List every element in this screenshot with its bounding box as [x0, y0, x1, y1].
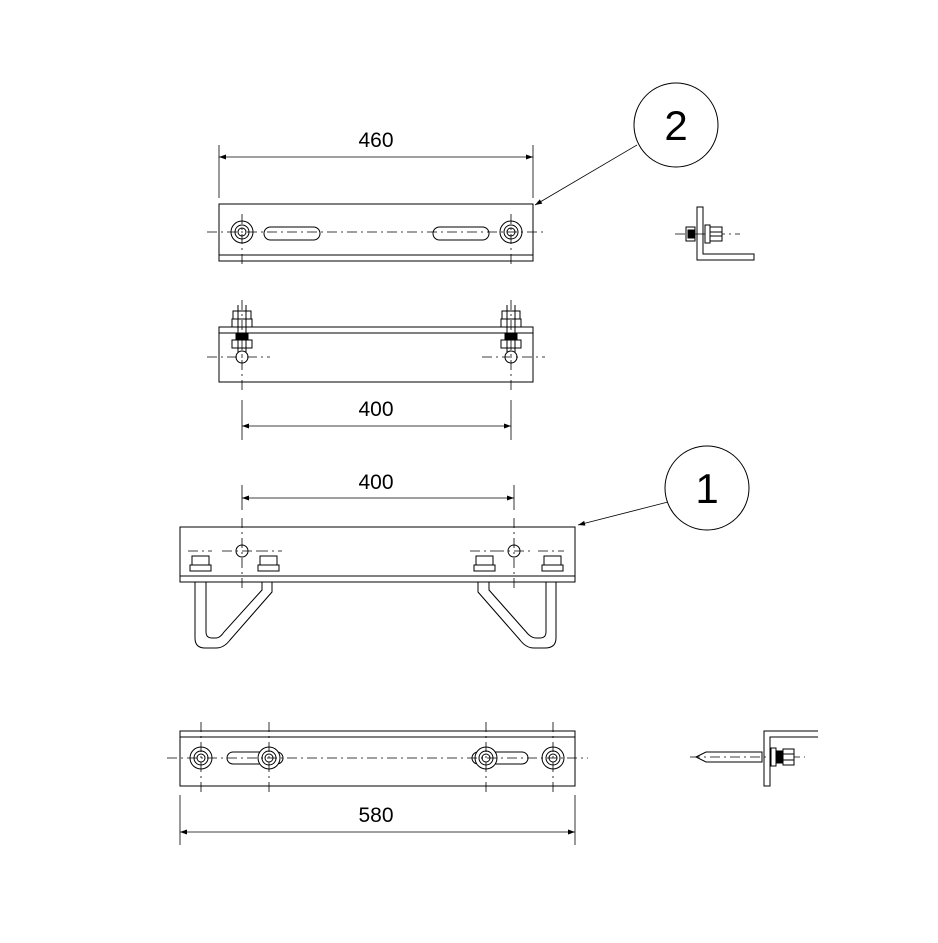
part1-nut-2 — [257, 555, 280, 572]
dimension-580-label: 580 — [358, 804, 393, 827]
part1-nut-4 — [541, 555, 564, 572]
dimension-460-label: 460 — [358, 129, 393, 152]
callout-2-label: 2 — [664, 102, 687, 149]
part2-front-plate — [218, 326, 534, 383]
part2-angle-profile — [696, 206, 755, 261]
callout-1-bubble — [664, 445, 750, 531]
part1-top-view: 580 — [167, 722, 588, 845]
part1-u-bolt-left — [194, 582, 273, 649]
part1-top-plate — [179, 730, 576, 787]
part2-slot-left — [263, 226, 321, 241]
callout-2-leader — [534, 144, 638, 206]
callout-1-label: 1 — [695, 465, 718, 512]
dimension-400-lower-label: 400 — [358, 471, 393, 494]
dimension-400-upper-label: 400 — [358, 398, 393, 421]
callout-1-leader — [577, 501, 669, 526]
part1-side-view — [690, 730, 818, 787]
part2-front-view: 400 — [207, 300, 545, 440]
part2-side-view — [675, 206, 755, 261]
part2-top-view: 460 2 — [207, 82, 719, 268]
part1-nut-3 — [473, 555, 496, 572]
callout-2-bubble — [633, 82, 719, 168]
part1-u-bolt-right — [477, 582, 557, 649]
part1-nut-1 — [189, 555, 212, 572]
part1-plate — [179, 526, 576, 583]
part2-plate — [218, 203, 534, 262]
part1-front-view: 400 — [179, 445, 750, 649]
part2-slot-right — [432, 226, 490, 241]
